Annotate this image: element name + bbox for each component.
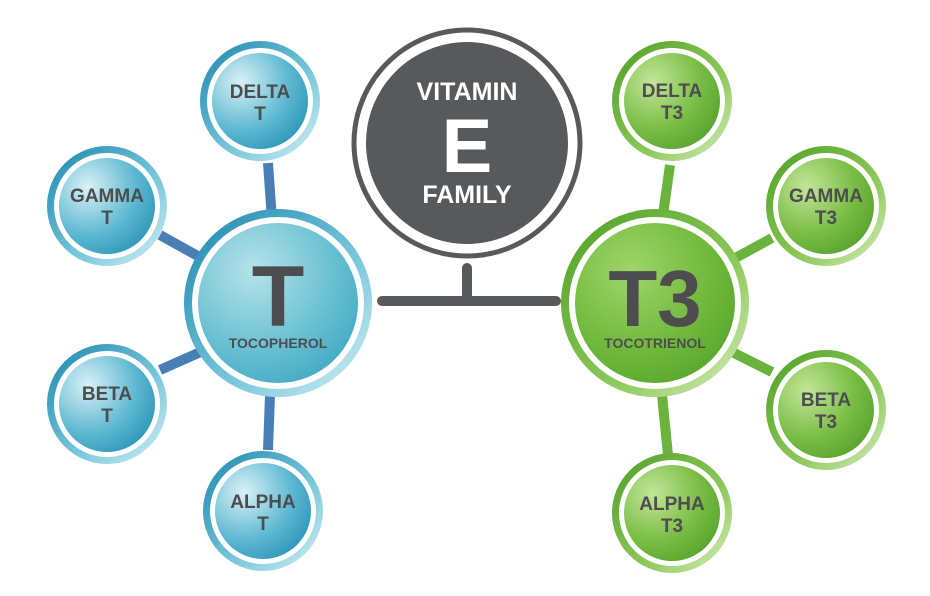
connector-beta-t3 xyxy=(725,345,775,377)
tocotrienol-node: T3 TOCOTRIENOL xyxy=(561,209,749,397)
center-letter: E xyxy=(442,104,493,189)
svg-text:GAMMA: GAMMA xyxy=(70,186,144,207)
center-line3: FAMILY xyxy=(422,181,512,209)
svg-text:T: T xyxy=(101,406,113,427)
svg-text:T3: T3 xyxy=(661,516,683,537)
form-node-alpha-t3: ALPHA T3 xyxy=(612,453,732,573)
svg-text:ALPHA: ALPHA xyxy=(639,494,705,515)
form-node-delta-t3: DELTA T3 xyxy=(612,41,732,161)
svg-text:GAMMA: GAMMA xyxy=(789,186,863,207)
svg-text:BETA: BETA xyxy=(801,390,852,411)
tocotrienol-name: TOCOTRIENOL xyxy=(604,335,706,351)
tocotrienol-symbol: T3 xyxy=(608,254,701,343)
tocopherol-symbol: T xyxy=(252,249,305,345)
svg-text:BETA: BETA xyxy=(82,384,133,405)
svg-text:T3: T3 xyxy=(815,412,837,433)
connector-alpha-t xyxy=(263,394,275,451)
form-node-gamma-t3: GAMMA T3 xyxy=(766,146,886,266)
form-node-beta-t: BETA T xyxy=(47,344,167,464)
center-line1: VITAMIN xyxy=(417,78,518,106)
connector-alpha-t3 xyxy=(657,394,673,456)
form-node-alpha-t: ALPHA T xyxy=(203,451,323,571)
form-node-gamma-t: GAMMA T xyxy=(47,146,167,266)
vitamin-e-family-node: VITAMIN E FAMILY xyxy=(351,27,583,259)
svg-text:DELTA: DELTA xyxy=(642,81,703,102)
svg-text:T: T xyxy=(101,208,113,229)
connector-beta-t xyxy=(157,345,208,375)
svg-text:T: T xyxy=(257,514,269,535)
form-node-beta-t3: BETA T3 xyxy=(766,350,886,470)
svg-text:T3: T3 xyxy=(815,208,837,229)
connectors xyxy=(157,162,775,456)
svg-text:T: T xyxy=(254,104,266,125)
tocopherol-node: T TOCOPHEROL xyxy=(184,209,372,397)
svg-text:ALPHA: ALPHA xyxy=(230,492,296,513)
svg-text:DELTA: DELTA xyxy=(230,82,291,103)
tocopherol-name: TOCOPHEROL xyxy=(229,335,328,351)
svg-text:T3: T3 xyxy=(661,103,683,124)
form-node-delta-t: DELTA T xyxy=(200,41,320,161)
